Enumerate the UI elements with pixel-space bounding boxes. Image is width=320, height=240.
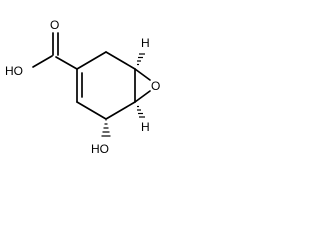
carboxylic-acid-group (32, 32, 78, 70)
hashed-bond-bottom (137, 105, 145, 118)
hydrogen-top-label: H (141, 36, 150, 50)
hashed-bond-top (137, 53, 145, 66)
ring-bond-c2-c3 (105, 51, 136, 70)
hydrogen-bottom-label: H (141, 120, 150, 134)
epoxide-group (134, 68, 151, 103)
bond-ring-to-carboxyl (55, 56, 78, 70)
carboxylic-acid-oh-label: HO (5, 64, 23, 78)
bond-c3-epoxide-o (134, 68, 151, 81)
ring-bond-c1-c2 (76, 51, 107, 70)
bond-c4-epoxide-o (134, 90, 151, 103)
cyclohexene-ring (76, 51, 136, 120)
chemical-structure: HO O O HO H H (5, 18, 160, 156)
hashed-bond-hydroxyl (101, 119, 111, 137)
carbonyl-oxygen-label: O (50, 18, 59, 32)
ring-bond-c4-c5 (105, 101, 136, 120)
hydroxyl-label: HO (91, 142, 109, 156)
epoxide-oxygen-label: O (151, 79, 160, 93)
bond-c-oh (32, 55, 53, 68)
ring-bond-c5-c6 (76, 101, 107, 120)
